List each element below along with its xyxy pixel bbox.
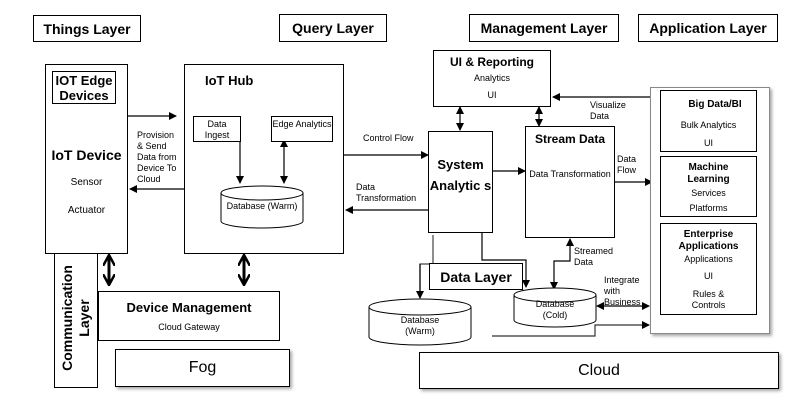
ui-reporting-analytics: Analytics (473, 73, 510, 83)
application-layer-text: Application Layer (649, 20, 767, 36)
ui-reporting-ui: UI (487, 90, 497, 100)
ml-services: Services (691, 188, 726, 198)
integrate-business-label: Integrate with Business (604, 275, 641, 307)
warm-database-label: Database (Warm) (400, 315, 440, 336)
communication-layer: Communication Layer (54, 248, 98, 388)
cloud-box: Cloud (419, 352, 779, 389)
big-data-box: Big Data/BI Bulk Analytics UI (660, 90, 757, 152)
application-layer-label: Application Layer (638, 14, 778, 42)
device-management-subtitle: Cloud Gateway (158, 322, 220, 332)
management-layer-label: Management Layer (469, 14, 619, 42)
data-layer-text: Data Layer (440, 268, 512, 285)
data-flow-label: Data Flow (617, 154, 637, 175)
data-transformation-label: Data Transformation (356, 182, 417, 203)
machine-learning-title: Machine Learning (687, 162, 730, 185)
iot-edge-device-box: IOT Edge Devices IoT Device Sensor Actua… (45, 64, 128, 254)
ui-reporting-box: UI & Reporting Analytics UI (433, 50, 551, 107)
big-data-ui: UI (704, 138, 713, 148)
big-data-bulk-analytics: Bulk Analytics (680, 120, 737, 130)
communication-layer-text: Communication Layer (59, 265, 92, 371)
control-flow-label: Control Flow (363, 133, 414, 143)
ui-reporting-title: UI & Reporting (450, 55, 534, 69)
streamed-data-label: Streamed Data (574, 246, 614, 267)
device-management-title: Device Management (126, 300, 252, 315)
things-layer-label: Things Layer (33, 15, 141, 42)
hub-database-label: Database (Warm) (226, 201, 298, 211)
system-analytics-title: System Analytic s (429, 157, 492, 193)
data-ingest-box: Data Ingest (193, 116, 241, 142)
enterprise-rules-controls: Rules & Controls (691, 289, 726, 310)
data-layer-label: Data Layer (429, 263, 523, 290)
system-analytics-box: System Analytic s (428, 131, 493, 233)
cloud-label: Cloud (578, 361, 620, 379)
query-layer-text: Query Layer (292, 20, 374, 36)
arrow-system-to-cold-db (481, 233, 530, 288)
fog-label: Fog (188, 359, 217, 376)
enterprise-applications: Applications (684, 254, 733, 264)
stream-data-subtitle: Data Transformation (529, 169, 611, 179)
iot-device-title: IoT Device (51, 147, 122, 163)
sensor-label: Sensor (70, 177, 103, 188)
hub-database-cylinder (220, 185, 304, 229)
edge-analytics-box: Edge Analytics (271, 116, 333, 142)
query-layer-label: Query Layer (279, 14, 387, 42)
arrow-bottom-to-app (492, 321, 650, 337)
enterprise-apps-title: Enterprise Applications (678, 229, 739, 252)
arrow-streamed-data (550, 238, 574, 290)
iot-hub-box: IoT Hub Data Ingest Edge Analytics (184, 64, 344, 254)
big-data-title: Big Data/BI (688, 99, 742, 110)
visualize-data-label: Visualize Data (590, 100, 626, 121)
provision-flow-label: Provision & Send Data from Device To Clo… (137, 130, 177, 184)
enterprise-ui: UI (704, 271, 713, 281)
cold-database-label: Database (Cold) (535, 299, 575, 320)
fog-box: Fog (115, 349, 290, 387)
things-layer-text: Things Layer (43, 20, 131, 37)
ml-platforms: Platforms (689, 203, 728, 213)
stream-data-box: Stream Data Data Transformation (525, 126, 615, 238)
warm-database-cylinder (368, 298, 472, 346)
management-layer-text: Management Layer (480, 20, 608, 36)
stream-data-title: Stream Data (534, 132, 606, 146)
application-container: Big Data/BI Bulk Analytics UI Machine Le… (650, 87, 770, 334)
iot-hub-title: IoT Hub (205, 73, 254, 88)
device-management-box: Device Management Cloud Gateway (98, 291, 280, 341)
machine-learning-box: Machine Learning Services Platforms (660, 156, 757, 217)
actuator-label: Actuator (67, 205, 106, 216)
iot-edge-devices-badge: IOT Edge Devices (52, 71, 116, 104)
enterprise-apps-box: Enterprise Applications Applications UI … (660, 223, 757, 315)
cold-database-cylinder (513, 287, 597, 328)
